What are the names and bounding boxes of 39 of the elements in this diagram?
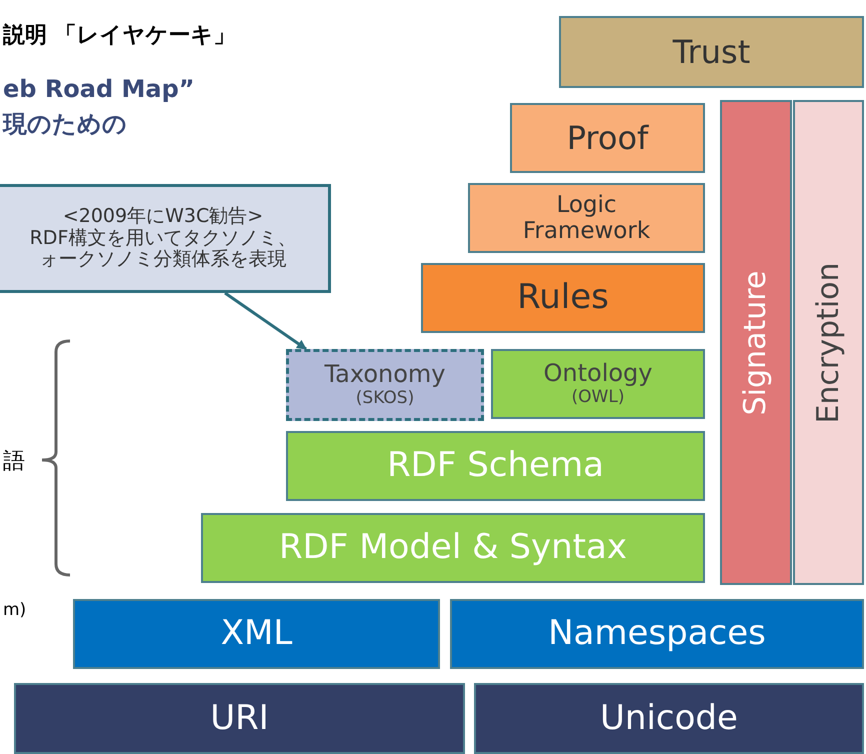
layer-label: Logic Framework <box>522 192 652 244</box>
layer-label: RDF Model & Syntax <box>279 528 627 568</box>
layer-box <box>286 431 705 501</box>
layer-label: Rules <box>517 278 609 318</box>
layer-box <box>474 683 864 754</box>
layer-box <box>286 349 484 421</box>
layer-box <box>510 103 705 173</box>
note-text: m) <box>3 600 26 620</box>
arrow <box>224 292 307 350</box>
layer-label: Taxonomy <box>324 361 446 390</box>
layer-box <box>450 599 864 669</box>
callout-text: RDF構文を用いてタクソノミ、ォークソノミ分類体系を表現 <box>28 228 298 272</box>
layer-subtitle: (SKOS) <box>356 389 414 409</box>
layer-label: RDF Schema <box>387 446 604 486</box>
bracket-label: 語 <box>3 448 25 476</box>
layer-box <box>73 599 440 669</box>
layer-box <box>421 263 705 333</box>
layer-label: Unicode <box>600 698 738 738</box>
subtitle-text: 現のための <box>3 109 127 140</box>
callout-text: <2009年にW3C勧告> <box>62 206 264 228</box>
subtitle-text: eb Road Map” <box>3 75 195 103</box>
layer-label: URI <box>210 698 269 738</box>
layer-label: Namespaces <box>548 614 766 654</box>
layer-box <box>491 349 705 419</box>
layer-subtitle: (OWL) <box>572 388 624 408</box>
callout-box <box>0 184 331 293</box>
layer-label: XML <box>220 614 292 654</box>
layer-label: Trust <box>672 34 750 70</box>
layer-box <box>468 183 705 253</box>
layer-box <box>14 683 465 754</box>
layer-label: Signature <box>738 270 774 415</box>
layer-box <box>201 513 705 583</box>
layer-box <box>793 100 864 585</box>
layer-box <box>720 100 792 585</box>
layer-label: Ontology <box>544 360 652 388</box>
layer-label: Encryption <box>811 262 846 424</box>
layer-box <box>559 16 864 88</box>
layer-label: Proof <box>566 120 648 156</box>
title-text: 説明 「レイヤケーキ」 <box>3 22 236 50</box>
